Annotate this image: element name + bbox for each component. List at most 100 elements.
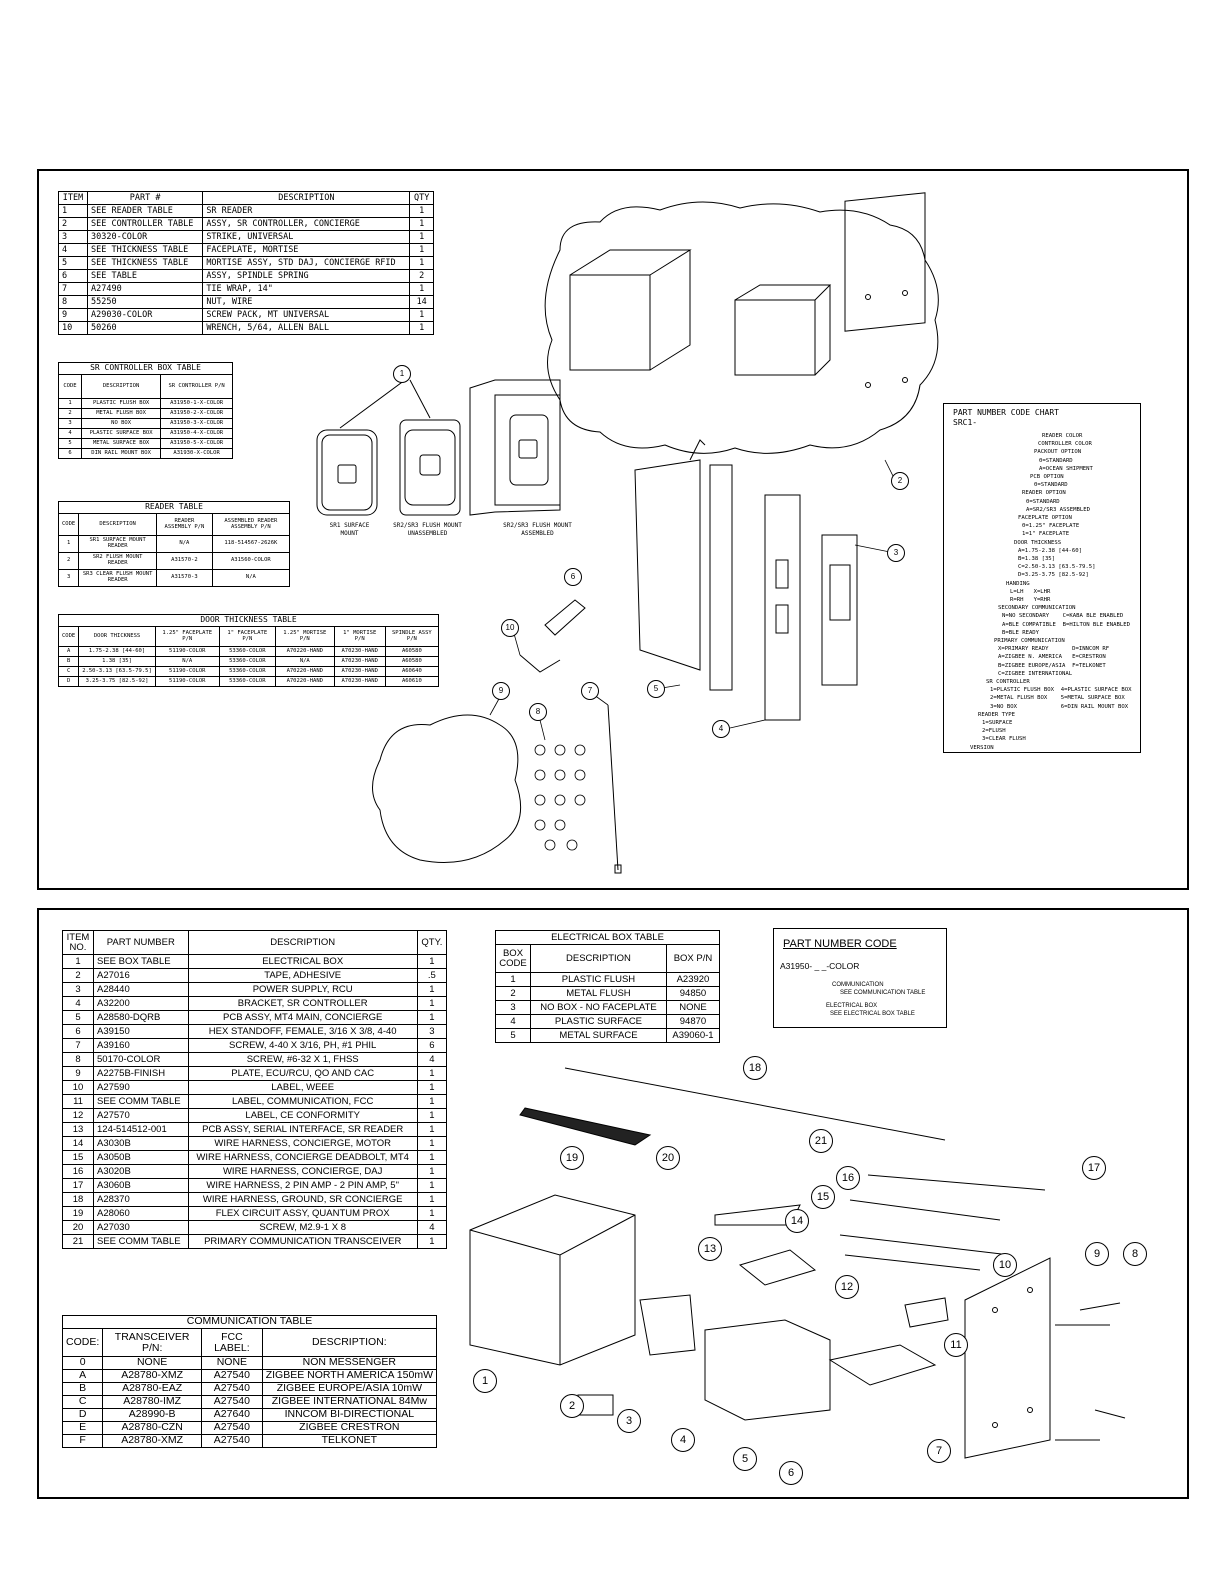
table-cell: 6 [58,269,88,283]
table-cell: 1 [416,1136,448,1151]
item-balloon: 19 [560,1146,584,1170]
table-cell: 118-514567-2626K [211,535,291,553]
item-balloon: 10 [501,619,519,637]
table-cell: A [57,646,80,657]
table-cell: N/A [154,656,220,667]
table-cell: SCREW, 4-40 X 3/16, PH, #1 PHIL [187,1038,418,1053]
pn-chart-line: DOOR THICKNESS [1014,539,1062,546]
col-code: CODE: [61,1328,104,1357]
table-cell: 2 [58,408,82,419]
caption-sr2: SR2/SR3 FLUSH MOUNT UNASSEMBLED [393,522,462,537]
item-balloon: 3 [617,1409,641,1433]
table-cell: 1 [416,1080,448,1095]
controller-exploded-illustration [469,1067,1126,1459]
table-cell: 51190-COLOR [154,646,220,657]
pn-chart-line: FACEPLATE OPTION [1018,515,1072,521]
table-cell: C [61,1395,104,1409]
reader-illustrations [316,379,561,516]
pn-chart-line: 2=FLUSH [982,728,1006,735]
table-cell: 3 [495,1000,531,1015]
table-cell: 2.50-3.13 [63.5-79.5] [78,666,156,677]
item-balloon: 21 [809,1129,833,1153]
table-cell: A27570 [93,1108,189,1123]
table-cell: A39060-1 [665,1028,721,1043]
col-part-number: PART NUMBER [93,930,189,955]
item-balloon: 1 [393,365,411,383]
table-cell: 7 [58,282,88,296]
item-balloon: 7 [581,682,599,700]
table-cell: 3 [58,230,88,244]
table-cell: 1 [416,996,448,1011]
table-cell: WIRE HARNESS, GROUND, SR CONCIERGE [187,1192,418,1207]
table-cell: A28580-DQRB [93,1010,189,1025]
table-cell: BRACKET, SR CONTROLLER [187,996,418,1011]
controller-box-table: SR CONTROLLER BOX TABLE CODE DESCRIPTION… [58,362,233,459]
table-cell: A70230-HAND [333,676,386,687]
table-cell: 1 [62,954,94,969]
table-cell: A70230-HAND [333,656,386,667]
col-code: CODE [58,374,82,399]
table-cell: 10 [58,321,88,335]
pn-chart-line: VERSION [970,744,994,751]
pn-chart-line: L=LH X=LHR [1010,588,1051,595]
table-cell: 1 [416,1178,448,1193]
table-cell: 1 [416,1206,448,1221]
door-thickness-title: DOOR THICKNESS TABLE [58,614,439,627]
item-balloon: 4 [712,720,730,738]
table-cell: 53360-COLOR [218,656,276,667]
item-balloon: 2 [560,1394,584,1418]
col-qty: QTY [409,191,434,205]
col-part: PART # [86,191,204,205]
table-cell: A32200 [93,996,189,1011]
table-cell: INNCOM BI-DIRECTIONAL [261,1408,438,1422]
table-cell: PLASTIC SURFACE [530,1014,667,1029]
pn-code-title: PART NUMBER CODE [783,938,897,950]
table-cell: 51190-COLOR [154,676,220,687]
table-cell: SCREW, #6-32 X 1, FHSS [187,1052,418,1067]
pn-chart-line: PRIMARY COMMUNICATION [994,638,1065,644]
table-cell: 9 [62,1066,94,1081]
col-qty: QTY. [416,930,448,955]
table-cell: TELKONET [261,1434,438,1448]
reader-table: READER TABLE CODE DESCRIPTION READER ASS… [57,501,291,587]
table-cell: 1 [58,398,82,409]
table-cell: FLEX CIRCUIT ASSY, QUANTUM PROX [187,1206,418,1221]
table-cell: A31950-4-X-COLOR [160,428,233,439]
table-cell: 1 [409,243,434,257]
pn-chart-prefix: SRC1- [953,418,978,427]
col-item: ITEM [58,191,88,205]
table-cell: 1 [409,308,434,322]
table-cell: 20 [62,1220,94,1235]
table-cell: 50260 [86,321,204,335]
table-cell: 6 [58,448,82,459]
table-cell: A3030B [93,1136,189,1151]
part-number-code-box: PART NUMBER CODE A31950- _ _-COLOR COMMU… [773,928,947,1028]
table-cell: A39150 [93,1024,189,1039]
table-cell: A31950-3-X-COLOR [160,418,233,429]
item-balloon: 5 [733,1447,757,1471]
table-cell: D [57,676,80,687]
table-cell: A70230-HAND [333,646,386,657]
pn-chart-line: SR CONTROLLER [986,679,1030,685]
table-cell: NONE [201,1356,263,1370]
table-cell: 16 [62,1164,94,1179]
item-balloon: 11 [944,1333,968,1357]
table-cell: SR READER [202,204,411,218]
comm-table-title: COMMUNICATION TABLE [62,1315,437,1329]
